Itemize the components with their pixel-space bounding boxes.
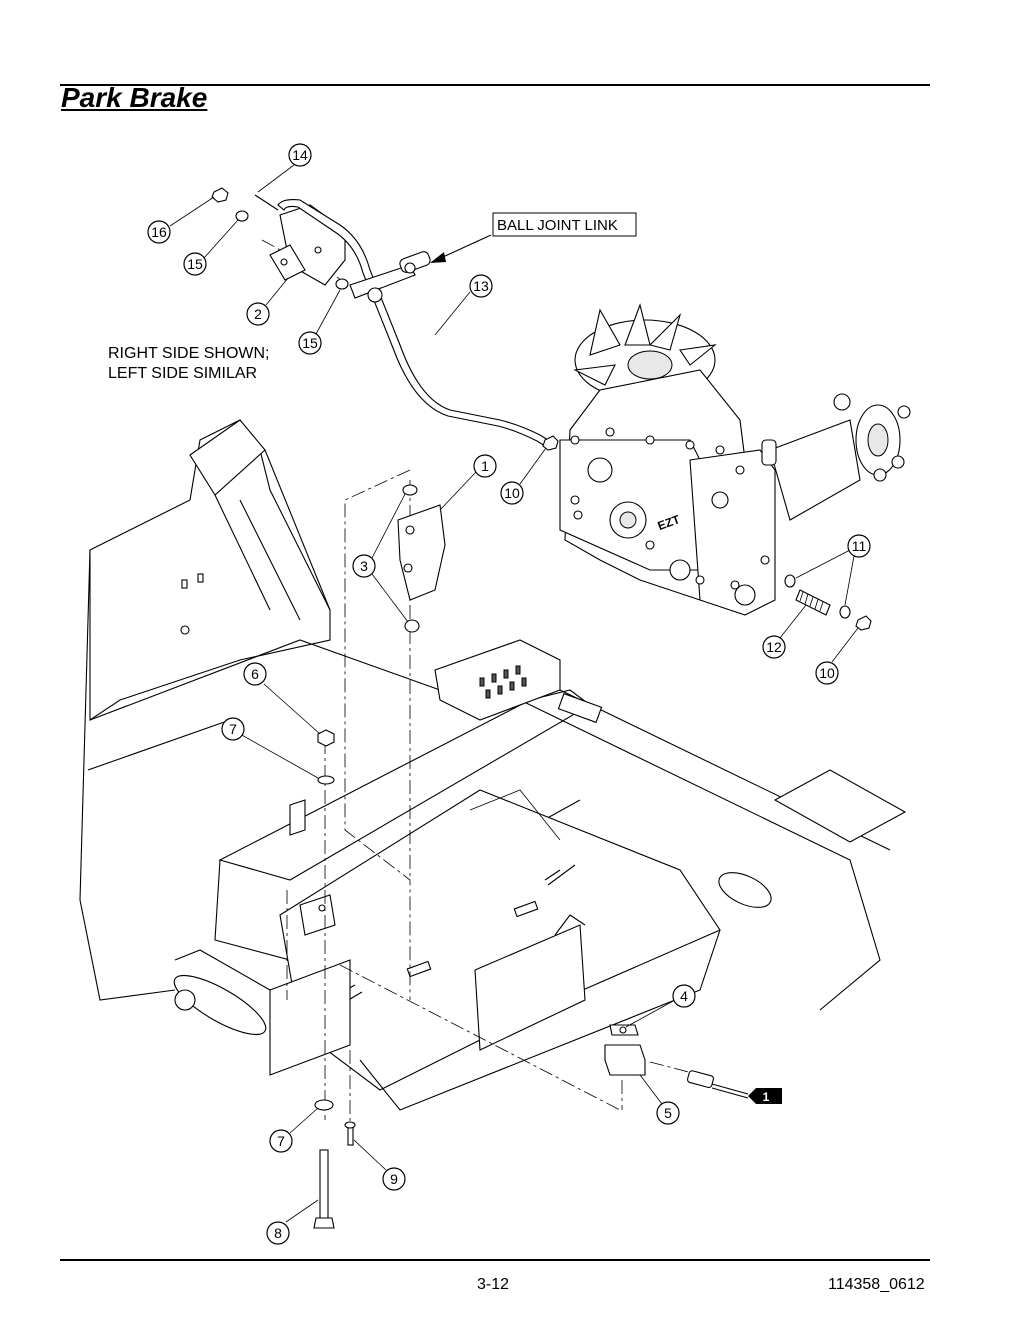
callout-14-number: 14 xyxy=(292,147,308,163)
callout-2: 2 xyxy=(246,302,270,326)
callout-15-upper: 15 xyxy=(183,252,207,276)
callout-1: 1 xyxy=(473,454,497,478)
leader-lines xyxy=(169,164,859,1223)
solenoid-5 xyxy=(604,1044,646,1076)
side-note-line-2: LEFT SIDE SIMILAR xyxy=(108,365,258,382)
ball-joint-link-text: BALL JOINT LINK xyxy=(497,217,618,234)
callout-5: 5 xyxy=(656,1101,680,1125)
callout-12-number: 12 xyxy=(766,639,782,655)
nut-10-upper xyxy=(542,435,559,451)
callout-5-number: 5 xyxy=(664,1105,672,1121)
callout-7-lower: 7 xyxy=(269,1129,293,1153)
wheel-hub xyxy=(833,393,911,482)
callout-11: 11 xyxy=(847,534,871,558)
hex-nut-6 xyxy=(317,729,335,747)
callout-6: 6 xyxy=(243,662,267,686)
bottom-rule xyxy=(60,1259,930,1261)
ball-joint-link-label: BALL JOINT LINK xyxy=(492,212,637,237)
mower-frame xyxy=(79,419,907,1111)
callout-16-number: 16 xyxy=(151,224,167,240)
case-bolts xyxy=(570,427,770,590)
callout-15-lower-number: 15 xyxy=(302,335,318,351)
callout-2-number: 2 xyxy=(254,306,262,322)
nut-10-lower xyxy=(855,615,872,631)
callout-11-number: 11 xyxy=(852,538,867,554)
callout-8-number: 8 xyxy=(274,1225,282,1241)
callout-3: 3 xyxy=(352,554,376,578)
document-number: 114358_0612 xyxy=(828,1276,925,1293)
bolt-8 xyxy=(319,1149,329,1221)
callout-9: 9 xyxy=(382,1167,406,1191)
callout-1-number: 1 xyxy=(481,458,489,474)
callout-15-lower: 15 xyxy=(298,331,322,355)
callout-10-upper-number: 10 xyxy=(504,485,520,501)
callout-14: 14 xyxy=(288,143,312,167)
washer-7-upper xyxy=(317,775,335,785)
reference-tag: 1 xyxy=(748,1088,782,1104)
callout-8: 8 xyxy=(266,1221,290,1245)
callout-7-upper-number: 7 xyxy=(229,721,237,737)
washer-11-a xyxy=(784,574,796,588)
callout-6-number: 6 xyxy=(251,666,259,682)
callout-16: 16 xyxy=(147,220,171,244)
nut-3-upper xyxy=(402,484,418,496)
nut-3-lower xyxy=(404,619,420,633)
side-note-line-1: RIGHT SIDE SHOWN; xyxy=(108,345,270,362)
page-title: Park Brake xyxy=(61,82,208,113)
bracket-1 xyxy=(397,504,446,601)
callout-10-upper: 10 xyxy=(500,481,524,505)
assembly-center-lines xyxy=(261,239,701,1130)
callout-15-upper-number: 15 xyxy=(187,256,203,272)
reference-tag-number: 1 xyxy=(763,1090,770,1104)
callout-3-number: 3 xyxy=(360,558,368,574)
washer-7-lower xyxy=(314,1099,334,1111)
hardware xyxy=(211,187,872,1229)
spring-12 xyxy=(795,589,831,616)
top-rule xyxy=(60,84,930,86)
callout-4-number: 4 xyxy=(680,988,688,1004)
washer-11-b xyxy=(839,605,851,619)
callout-13: 13 xyxy=(469,274,493,298)
callout-13-number: 13 xyxy=(473,278,489,294)
callout-10-lower-number: 10 xyxy=(819,665,835,681)
side-note: RIGHT SIDE SHOWN; LEFT SIDE SIMILAR xyxy=(108,344,270,384)
page-number: 3-12 xyxy=(477,1276,510,1293)
transaxle-illustration: EZT xyxy=(559,303,911,616)
breather-cap xyxy=(761,439,777,466)
callout-12: 12 xyxy=(762,635,786,659)
connector xyxy=(686,1070,714,1089)
bracket-slots xyxy=(479,665,527,699)
callout-9-number: 9 xyxy=(390,1171,398,1187)
washer-15-lower xyxy=(335,278,349,290)
callout-4: 4 xyxy=(672,984,696,1008)
hex-nut-16 xyxy=(211,187,229,203)
callout-7-upper: 7 xyxy=(221,717,245,741)
callout-7-lower-number: 7 xyxy=(277,1133,285,1149)
washer-15-upper xyxy=(235,210,249,222)
callout-10-lower: 10 xyxy=(815,661,839,685)
